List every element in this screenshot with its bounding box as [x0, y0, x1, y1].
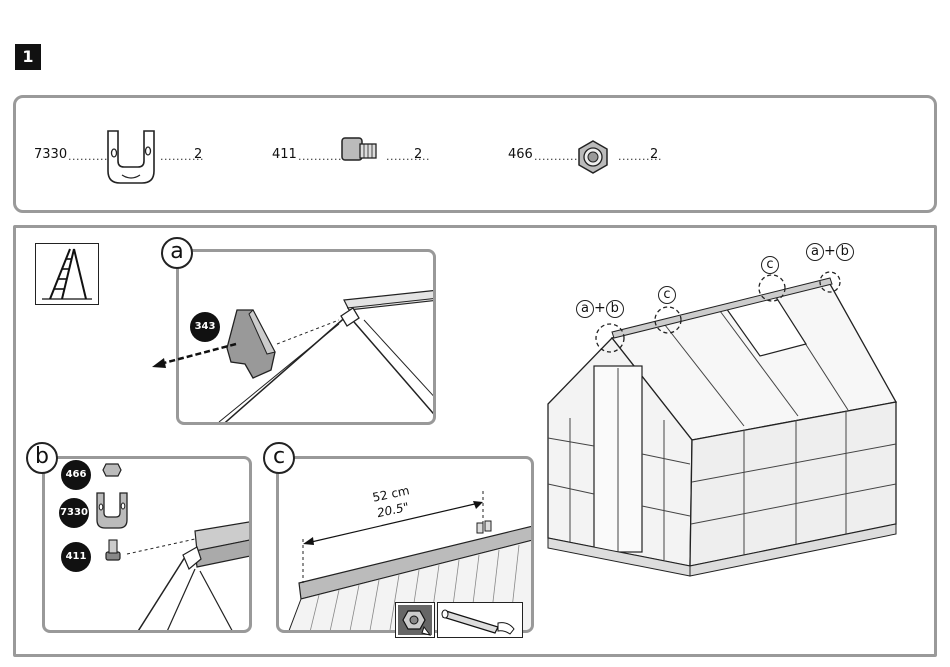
part-qty-466: 2 — [650, 147, 658, 162]
removal-arrow-icon — [150, 340, 240, 370]
part-code-411: 411 — [272, 147, 297, 162]
callout-plus: + — [824, 243, 836, 259]
tube-detail-box — [437, 602, 523, 638]
part-leader: ........... — [386, 150, 430, 163]
inset-c-label: c — [263, 442, 295, 474]
callout-c-left: c — [658, 283, 676, 304]
callout-letter-a: a — [576, 300, 594, 318]
callout-letter-b: b — [836, 243, 854, 261]
part-466-badge: 466 — [61, 460, 91, 490]
bolt-icon — [104, 538, 122, 562]
part-leader: ........... — [534, 150, 578, 163]
u-bracket-icon — [94, 490, 130, 530]
part-411-badge: 411 — [61, 542, 91, 572]
callout-letter-b: b — [606, 300, 624, 318]
callout-letter-c: c — [761, 256, 779, 274]
nut-detail-box — [395, 602, 435, 638]
callout-plus: + — [594, 300, 606, 316]
tube-insert-icon — [440, 605, 520, 635]
bolt-icon — [340, 136, 380, 168]
part-qty-7330: 2 — [194, 147, 202, 162]
callout-letter-c: c — [658, 286, 676, 304]
inset-b-label: b — [26, 442, 58, 474]
part-code-7330: 7330 — [34, 147, 67, 162]
ladder-icon — [40, 247, 94, 301]
part-leader: ........... — [298, 150, 342, 163]
step-number-badge: 1 — [15, 44, 41, 70]
part-7330-badge: 7330 — [59, 498, 89, 528]
callout-ab-back: a+b — [806, 243, 854, 261]
hex-nut-icon — [575, 139, 611, 175]
callout-c-right: c — [761, 253, 779, 274]
hex-nut-icon — [102, 463, 122, 477]
tool-box — [35, 243, 99, 305]
inset-a-label: a — [161, 237, 193, 269]
part-code-466: 466 — [508, 147, 533, 162]
u-bracket-icon — [104, 127, 158, 187]
callout-ab-front: a+b — [576, 300, 624, 318]
part-343-badge: 343 — [190, 312, 220, 342]
tighten-nut-icon — [398, 605, 432, 635]
roof-ridge-illustration — [179, 252, 436, 425]
part-qty-411: 2 — [414, 147, 422, 162]
callout-letter-a: a — [806, 243, 824, 261]
